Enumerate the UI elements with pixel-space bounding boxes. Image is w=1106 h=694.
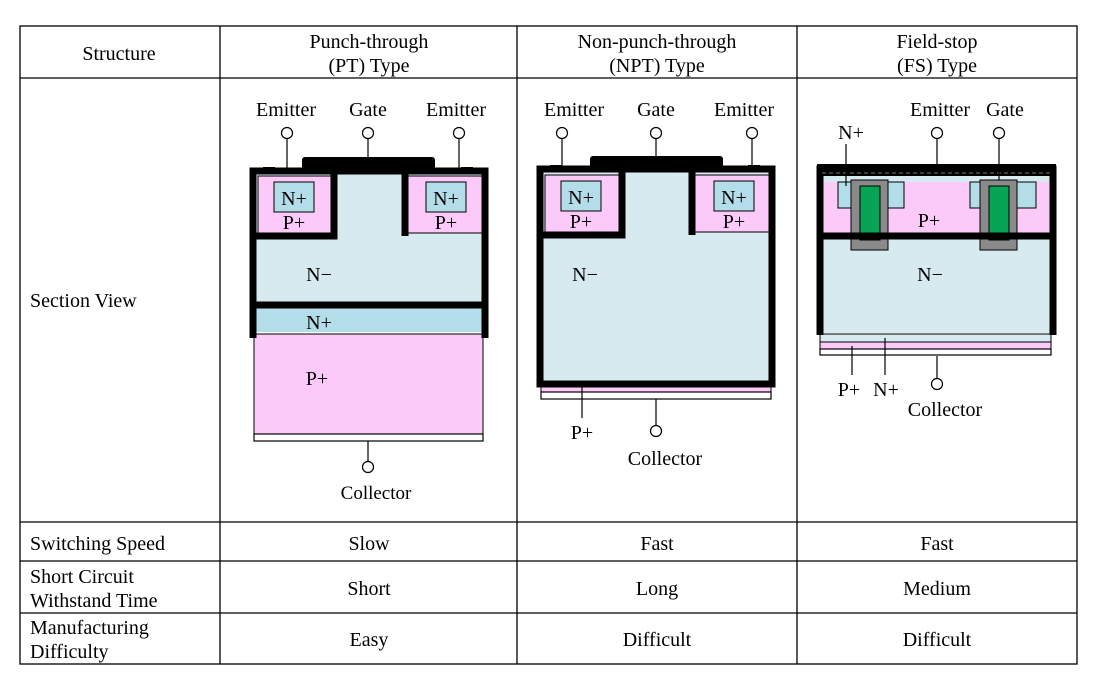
pt-section-diagram: Emitter Gate Emitter N+ P+ N+ P+ N− N+ P… (249, 99, 489, 504)
fs-trench-gate-right (988, 185, 1010, 241)
fs-trench-gate-left (859, 185, 881, 241)
pt-emitter-right-terminal-icon (452, 126, 466, 140)
header-pt-line2: (PT) Type (329, 55, 410, 77)
fs-label-p-plus-bottom: P+ (838, 379, 860, 401)
npt-emitter-contact-right (748, 165, 760, 171)
npt-collector-metal (540, 391, 772, 400)
pt-label-p-plus-left: P+ (283, 212, 305, 234)
header-pt-line1: Punch-through (310, 31, 429, 53)
pt-label-p-plus-right: P+ (435, 212, 457, 234)
cell-pt-manufacturing: Easy (350, 629, 389, 651)
npt-labels: Emitter Gate Emitter N+ P+ N+ P+ N− P+ C… (544, 99, 774, 470)
npt-label-n-plus-left: N+ (568, 187, 594, 209)
pt-label-n-plus-right: N+ (433, 188, 459, 210)
pt-p-substrate (253, 333, 484, 435)
cell-pt-short-circuit: Short (347, 578, 391, 600)
cell-npt-short-circuit: Long (636, 578, 678, 600)
row-label-short-circuit-line1: Short Circuit (30, 566, 134, 588)
pt-n-buffer-layer (256, 308, 483, 332)
fs-emitter-terminal-icon (930, 126, 944, 140)
npt-emitter-contact-left (550, 165, 562, 171)
pt-label-gate: Gate (349, 99, 387, 121)
fs-gate-terminal-icon (992, 126, 1006, 140)
pt-label-emitter-left: Emitter (256, 99, 316, 121)
table-grid (19, 25, 1078, 665)
npt-gate-electrode (590, 156, 723, 169)
row-label-manufacturing-line1: Manufacturing (30, 617, 149, 639)
npt-section-diagram: Emitter Gate Emitter N+ P+ N+ P+ N− P+ C… (536, 99, 776, 470)
header-fs-line2: (FS) Type (897, 55, 977, 77)
pt-collector-terminal-icon (361, 460, 375, 474)
fs-labels: Emitter Gate N+ P+ N− P+ N+ Collector (838, 99, 1024, 421)
npt-label-collector: Collector (628, 448, 703, 470)
npt-label-emitter-left: Emitter (544, 99, 604, 121)
npt-emitter-left-terminal-icon (555, 126, 569, 140)
header-structure: Structure (82, 43, 155, 65)
fs-label-n-minus: N− (917, 264, 943, 286)
npt-collector-terminal-icon (649, 424, 663, 438)
body-rows: Section View Switching Speed Slow Fast F… (30, 290, 972, 663)
header-npt-line2: (NPT) Type (609, 55, 705, 77)
pt-n-source-left (273, 181, 315, 213)
cell-fs-switching-speed: Fast (920, 533, 954, 555)
fs-section-diagram: Emitter Gate N+ P+ N− P+ N+ Collector (816, 99, 1057, 421)
fs-emitter-metal (817, 164, 1056, 176)
fs-label-collector: Collector (908, 399, 983, 421)
npt-label-n-plus-right: N+ (721, 187, 747, 209)
row-label-switching-speed: Switching Speed (30, 533, 165, 555)
pt-label-n-plus-left: N+ (281, 188, 307, 210)
fs-label-n-plus: N+ (838, 122, 864, 144)
pt-thick-outline (249, 167, 489, 338)
fs-terminals (845, 126, 1006, 391)
npt-thick-outline (536, 165, 776, 388)
header-fs-line1: Field-stop (896, 31, 977, 53)
npt-label-p-plus-right: P+ (723, 211, 745, 233)
pt-label-emitter-right: Emitter (426, 99, 486, 121)
pt-emitter-contact-left (263, 167, 275, 173)
npt-label-p-collector: P+ (571, 422, 593, 444)
row-label-manufacturing-line2: Difficulty (30, 641, 109, 663)
cell-npt-manufacturing: Difficult (623, 629, 692, 651)
fs-n-field-stop (819, 333, 1052, 343)
cell-fs-manufacturing: Difficult (903, 629, 972, 651)
fs-collector-metal (819, 348, 1052, 356)
fs-label-emitter: Emitter (910, 99, 970, 121)
npt-label-gate: Gate (637, 99, 675, 121)
npt-n-source-right (713, 180, 755, 212)
npt-emitter-right-terminal-icon (745, 126, 759, 140)
fs-label-n-plus-bottom: N+ (873, 379, 899, 401)
pt-emitter-left-terminal-icon (280, 126, 294, 140)
cell-npt-switching-speed: Fast (640, 533, 674, 555)
cell-fs-short-circuit: Medium (903, 578, 971, 600)
pt-emitter-contact-right (461, 167, 473, 173)
pt-label-n-buffer: N+ (306, 312, 332, 334)
pt-label-p-substrate: P+ (306, 368, 328, 390)
npt-label-p-plus-left: P+ (570, 211, 592, 233)
pt-gate-electrode (302, 157, 435, 170)
fs-collector-terminal-icon (930, 377, 944, 391)
header-npt-line1: Non-punch-through (578, 31, 737, 53)
pt-gate-terminal-icon (361, 126, 375, 140)
fs-p-collector-layer (819, 341, 1052, 350)
row-label-short-circuit-line2: Withstand Time (30, 590, 158, 612)
npt-n-source-left (560, 180, 602, 212)
pt-labels: Emitter Gate Emitter N+ P+ N+ P+ N− N+ P… (256, 99, 486, 504)
header-row: Structure Punch-through (PT) Type Non-pu… (82, 31, 977, 77)
fs-label-gate: Gate (986, 99, 1024, 121)
cell-pt-switching-speed: Slow (348, 533, 390, 555)
npt-gate-terminal-icon (649, 126, 663, 140)
fs-label-p-plus-body: P+ (918, 210, 940, 232)
npt-label-emitter-right: Emitter (714, 99, 774, 121)
table-border (19, 25, 1078, 665)
pt-collector-metal (253, 433, 484, 442)
pt-label-n-minus: N− (306, 264, 332, 286)
row-label-section-view: Section View (30, 290, 137, 312)
pt-label-collector: Collector (341, 483, 412, 504)
pt-terminals (280, 126, 466, 474)
npt-terminals (555, 126, 759, 438)
npt-label-n-minus: N− (572, 264, 598, 286)
pt-n-source-right (425, 181, 467, 213)
